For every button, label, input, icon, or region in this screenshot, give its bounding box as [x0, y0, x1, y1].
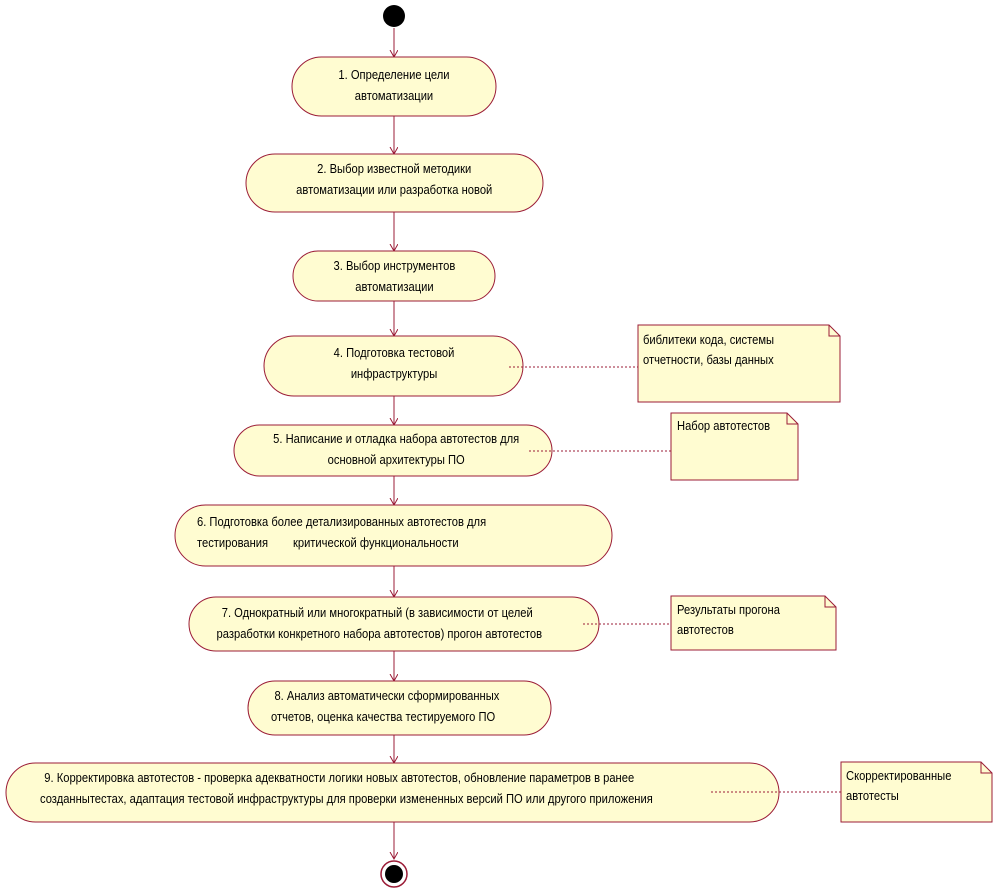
note-3-text: Результаты прогона автотестов	[677, 600, 780, 640]
activity-2-line-1: 2. Выбор известной методики	[317, 161, 472, 176]
activity-1-text: 1. Определение цели автоматизации	[311, 64, 477, 106]
activity-8-line-2: отчетов, оценка качества тестируемого ПО	[271, 709, 496, 724]
note-shape-2	[670, 412, 799, 481]
activity-1-line-1: 1. Определение цели	[338, 67, 450, 82]
activity-7-text: 7. Однократный или многократный (в завис…	[216, 602, 543, 644]
activity-3-line-1: 3. Выбор инструментов	[333, 258, 456, 273]
activity-2-text: 2. Выбор известной методики автоматизаци…	[276, 158, 513, 200]
activity-node-3	[292, 250, 496, 302]
note-3-line-1: Результаты прогона	[677, 602, 780, 617]
fold-1	[828, 325, 840, 337]
activity-8-line-1: 8. Анализ автоматически сформированных	[274, 688, 500, 703]
activity-3-line-2: автоматизации	[355, 279, 434, 294]
final-node	[385, 865, 403, 883]
activity-node-1	[291, 56, 497, 117]
activity-5-text: 5. Написание и отладка набора автотестов…	[256, 428, 536, 470]
note-4-line-2: автотесты	[846, 788, 899, 803]
activity-node-5	[233, 424, 553, 477]
activity-4-line-1: 4. Подготовка тестовой	[333, 345, 455, 360]
activity-8-text: 8. Анализ автоматически сформированных о…	[271, 685, 499, 727]
note-1-line-1: библитеки кода, системы	[643, 332, 775, 347]
initial-node	[383, 5, 405, 27]
note-1-line-2: отчетности, базы данных	[643, 352, 774, 367]
fold-3	[824, 596, 836, 608]
activity-9-line-1: 9. Корректировка автотестов - проверка а…	[44, 770, 635, 785]
note-shape-4	[840, 761, 993, 823]
note-shape-1	[637, 324, 841, 403]
activity-node-2	[245, 153, 544, 213]
activity-4-line-2: инфраструктуры	[350, 366, 438, 381]
note-3-line-2: автотестов	[677, 622, 734, 637]
activity-4-text: 4. Подготовка тестовой инфраструктуры	[299, 342, 489, 384]
activity-node-4	[263, 335, 524, 397]
note-1-text: библитеки кода, системы отчетности, базы…	[643, 330, 774, 370]
activity-5-line-1: 5. Написание и отладка набора автотестов…	[273, 431, 520, 446]
activity-3-text: 3. Выбор инструментов автоматизации	[311, 255, 478, 297]
activity-node-8	[247, 680, 552, 736]
fold-4	[980, 762, 992, 774]
note-4-text: Скорректированные автотесты	[846, 766, 951, 806]
activity-node-6	[174, 504, 613, 567]
activity-7-line-2: разработки конкретного набора автотестов…	[216, 626, 543, 641]
note-2-line-1: Набор автотестов	[677, 418, 771, 433]
note-4-line-1: Скорректированные	[846, 768, 952, 783]
activity-9-text: 9. Корректировка автотестов - проверка а…	[40, 767, 653, 809]
activity-6-text: 6. Подготовка более детализированных авт…	[197, 511, 486, 553]
note-shape-3	[670, 595, 837, 651]
activity-5-line-2: основной архитектуры ПО	[327, 452, 465, 467]
activity-9-line-2: созданнытестах, адаптация тестовой инфра…	[40, 791, 653, 806]
activity-6-line-1: 6. Подготовка более детализированных авт…	[197, 514, 487, 529]
activity-7-line-1: 7. Однократный или многократный (в завис…	[221, 605, 533, 620]
activity-6-line-2: тестирования критической функциональност…	[197, 535, 459, 550]
activity-1-line-2: автоматизации	[354, 88, 434, 103]
fold-2	[786, 413, 798, 425]
note-2-text: Набор автотестов	[677, 416, 770, 436]
activity-2-line-2: автоматизации или разработка новой	[296, 182, 493, 197]
